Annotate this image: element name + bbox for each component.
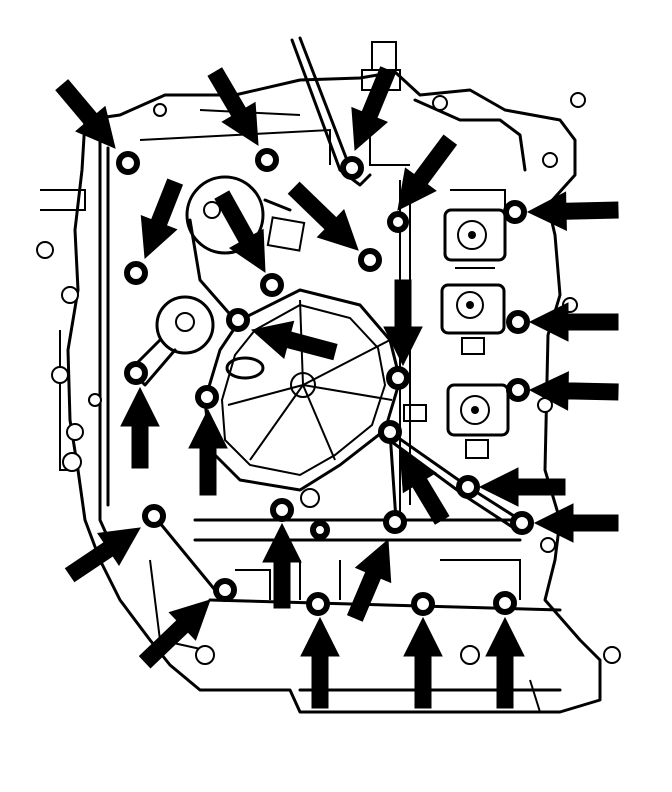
- mounting-holes: [36, 92, 621, 665]
- bolt: [383, 510, 407, 534]
- pointer-arrow: [287, 181, 359, 251]
- bolts: [116, 148, 534, 616]
- bolt: [270, 498, 294, 522]
- pointer-arrows: [55, 66, 619, 709]
- pointer-arrow: [250, 320, 338, 361]
- pointer-arrow: [262, 522, 302, 609]
- bolt: [506, 310, 530, 334]
- bolt: [142, 504, 166, 528]
- bolt: [195, 385, 219, 409]
- pointer-arrow: [399, 449, 450, 525]
- bolt: [387, 211, 409, 233]
- pointer-arrow: [485, 616, 525, 709]
- pointer-arrow: [528, 302, 619, 342]
- pointer-arrow: [397, 134, 458, 211]
- bolt: [124, 261, 148, 285]
- pointer-arrow: [120, 386, 160, 469]
- bolt: [493, 591, 517, 615]
- bolt: [340, 156, 364, 180]
- bolt: [226, 308, 250, 332]
- detent-lever: [128, 175, 306, 387]
- bolt: [358, 248, 382, 272]
- pointer-arrow: [138, 599, 211, 669]
- pointer-arrow: [214, 190, 266, 273]
- bolt: [124, 361, 148, 385]
- pointer-arrow: [528, 371, 619, 411]
- bolt: [213, 578, 237, 602]
- pointer-arrow: [351, 66, 397, 152]
- bolt: [255, 148, 279, 172]
- pointer-arrow: [188, 408, 228, 496]
- bolt: [506, 378, 530, 402]
- bolt: [503, 200, 527, 224]
- pointer-arrow: [300, 616, 340, 709]
- solenoid-middle: [440, 283, 506, 355]
- bolt: [386, 366, 410, 390]
- bolt: [116, 151, 140, 175]
- pointer-arrow: [478, 467, 566, 507]
- pointer-arrow: [526, 191, 619, 231]
- pointer-arrow: [533, 503, 619, 543]
- bolt: [411, 592, 435, 616]
- pointer-arrow: [383, 279, 423, 367]
- pointer-arrow: [140, 178, 184, 260]
- bolt: [260, 273, 284, 297]
- solenoid-upper: [443, 189, 507, 269]
- pointer-arrow: [64, 527, 141, 583]
- bolt: [510, 511, 534, 535]
- pointer-arrow: [403, 616, 443, 709]
- bolt: [378, 420, 402, 444]
- pointer-arrow: [207, 67, 259, 146]
- pointer-arrow: [55, 79, 116, 149]
- bolt: [456, 475, 480, 499]
- bolt: [306, 592, 330, 616]
- bolt: [310, 520, 330, 540]
- accumulator-cover: [203, 288, 402, 492]
- solenoid-lower: [403, 383, 510, 459]
- pointer-arrow: [346, 538, 392, 622]
